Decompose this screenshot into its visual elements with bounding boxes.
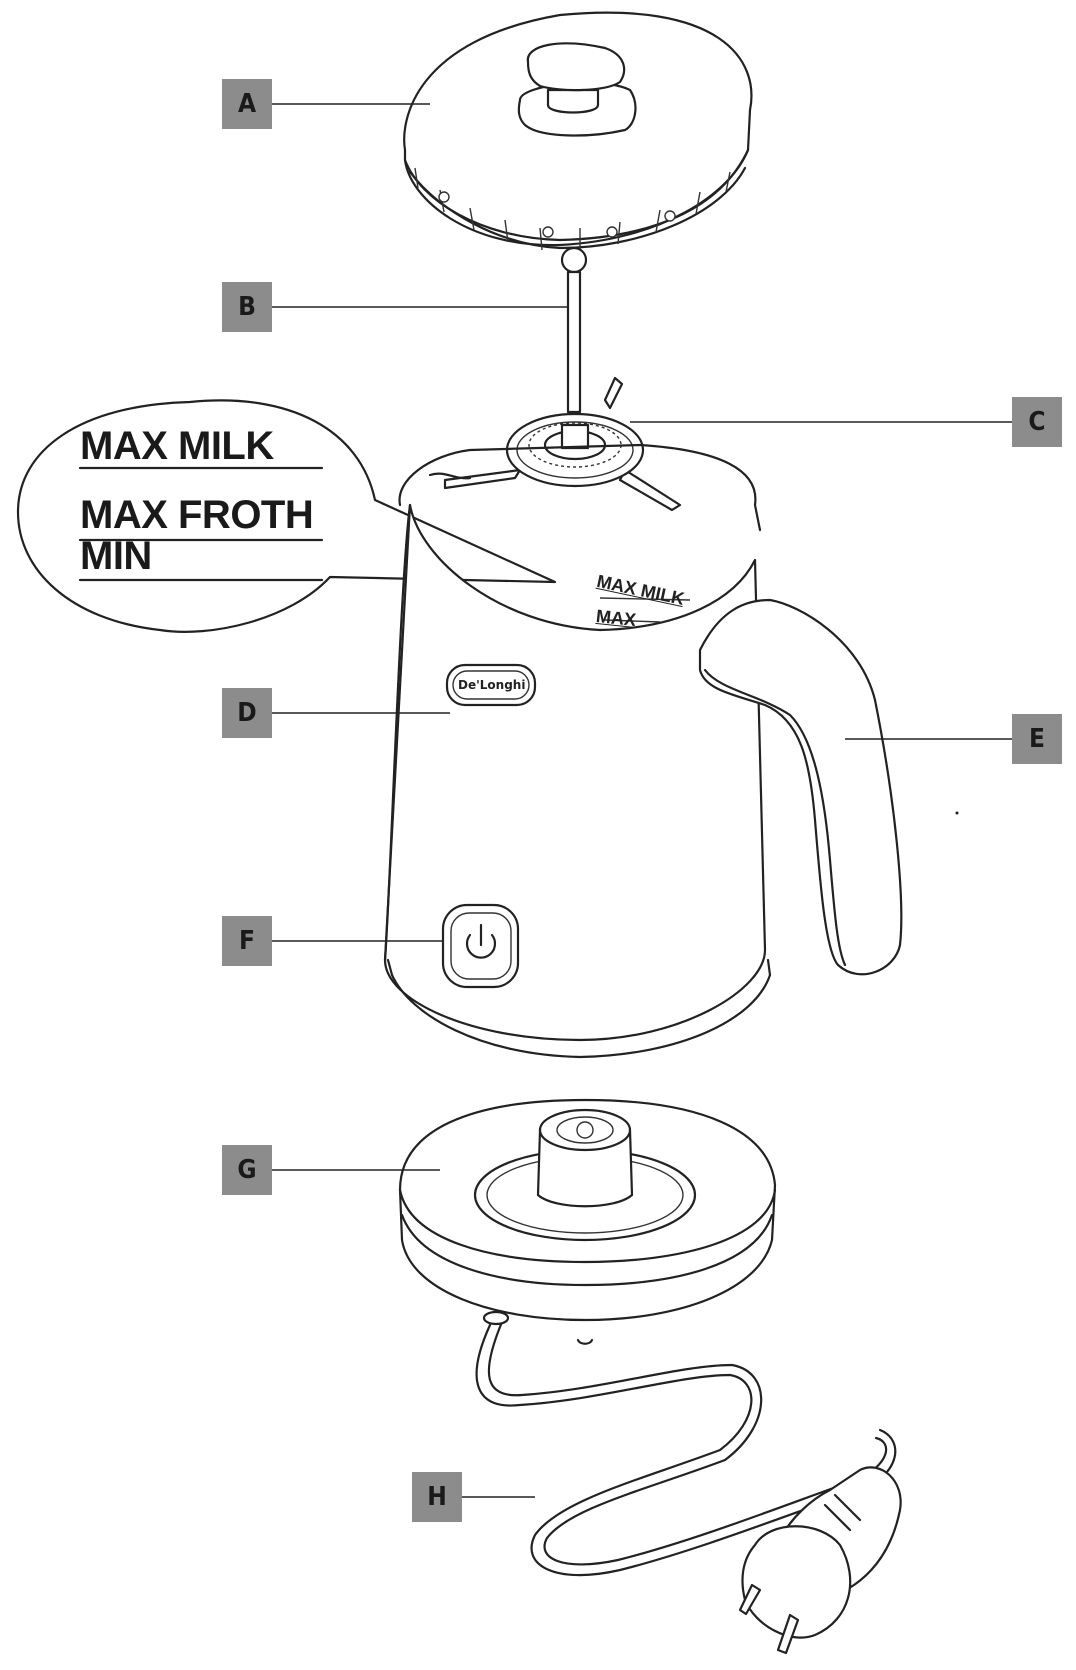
callout-max-froth: MAX FROTH bbox=[80, 493, 314, 537]
callout-max-milk: MAX MILK bbox=[80, 424, 274, 468]
callout-min: MIN bbox=[80, 534, 152, 578]
part-label-f: F bbox=[222, 916, 272, 966]
part-label-e: E bbox=[1012, 714, 1062, 764]
brand-logo: De'Longhi bbox=[458, 678, 526, 692]
etched-max: MAX bbox=[595, 605, 637, 631]
part-label-g: G bbox=[222, 1145, 272, 1195]
lid-drawing bbox=[403, 11, 753, 251]
part-label-a: A bbox=[222, 79, 272, 129]
whisk-rod-drawing bbox=[560, 246, 588, 414]
power-icon bbox=[465, 923, 497, 959]
whisk-drawing bbox=[443, 376, 682, 512]
part-label-b: B bbox=[222, 282, 272, 332]
plug-drawing bbox=[738, 1466, 902, 1655]
stray-mark bbox=[955, 811, 959, 815]
part-label-c: C bbox=[1012, 397, 1062, 447]
part-label-d: D bbox=[222, 688, 272, 738]
part-label-h: H bbox=[412, 1472, 462, 1522]
base-drawing bbox=[398, 1098, 777, 1345]
power-button-drawing bbox=[441, 903, 520, 989]
handle-drawing bbox=[698, 598, 903, 976]
